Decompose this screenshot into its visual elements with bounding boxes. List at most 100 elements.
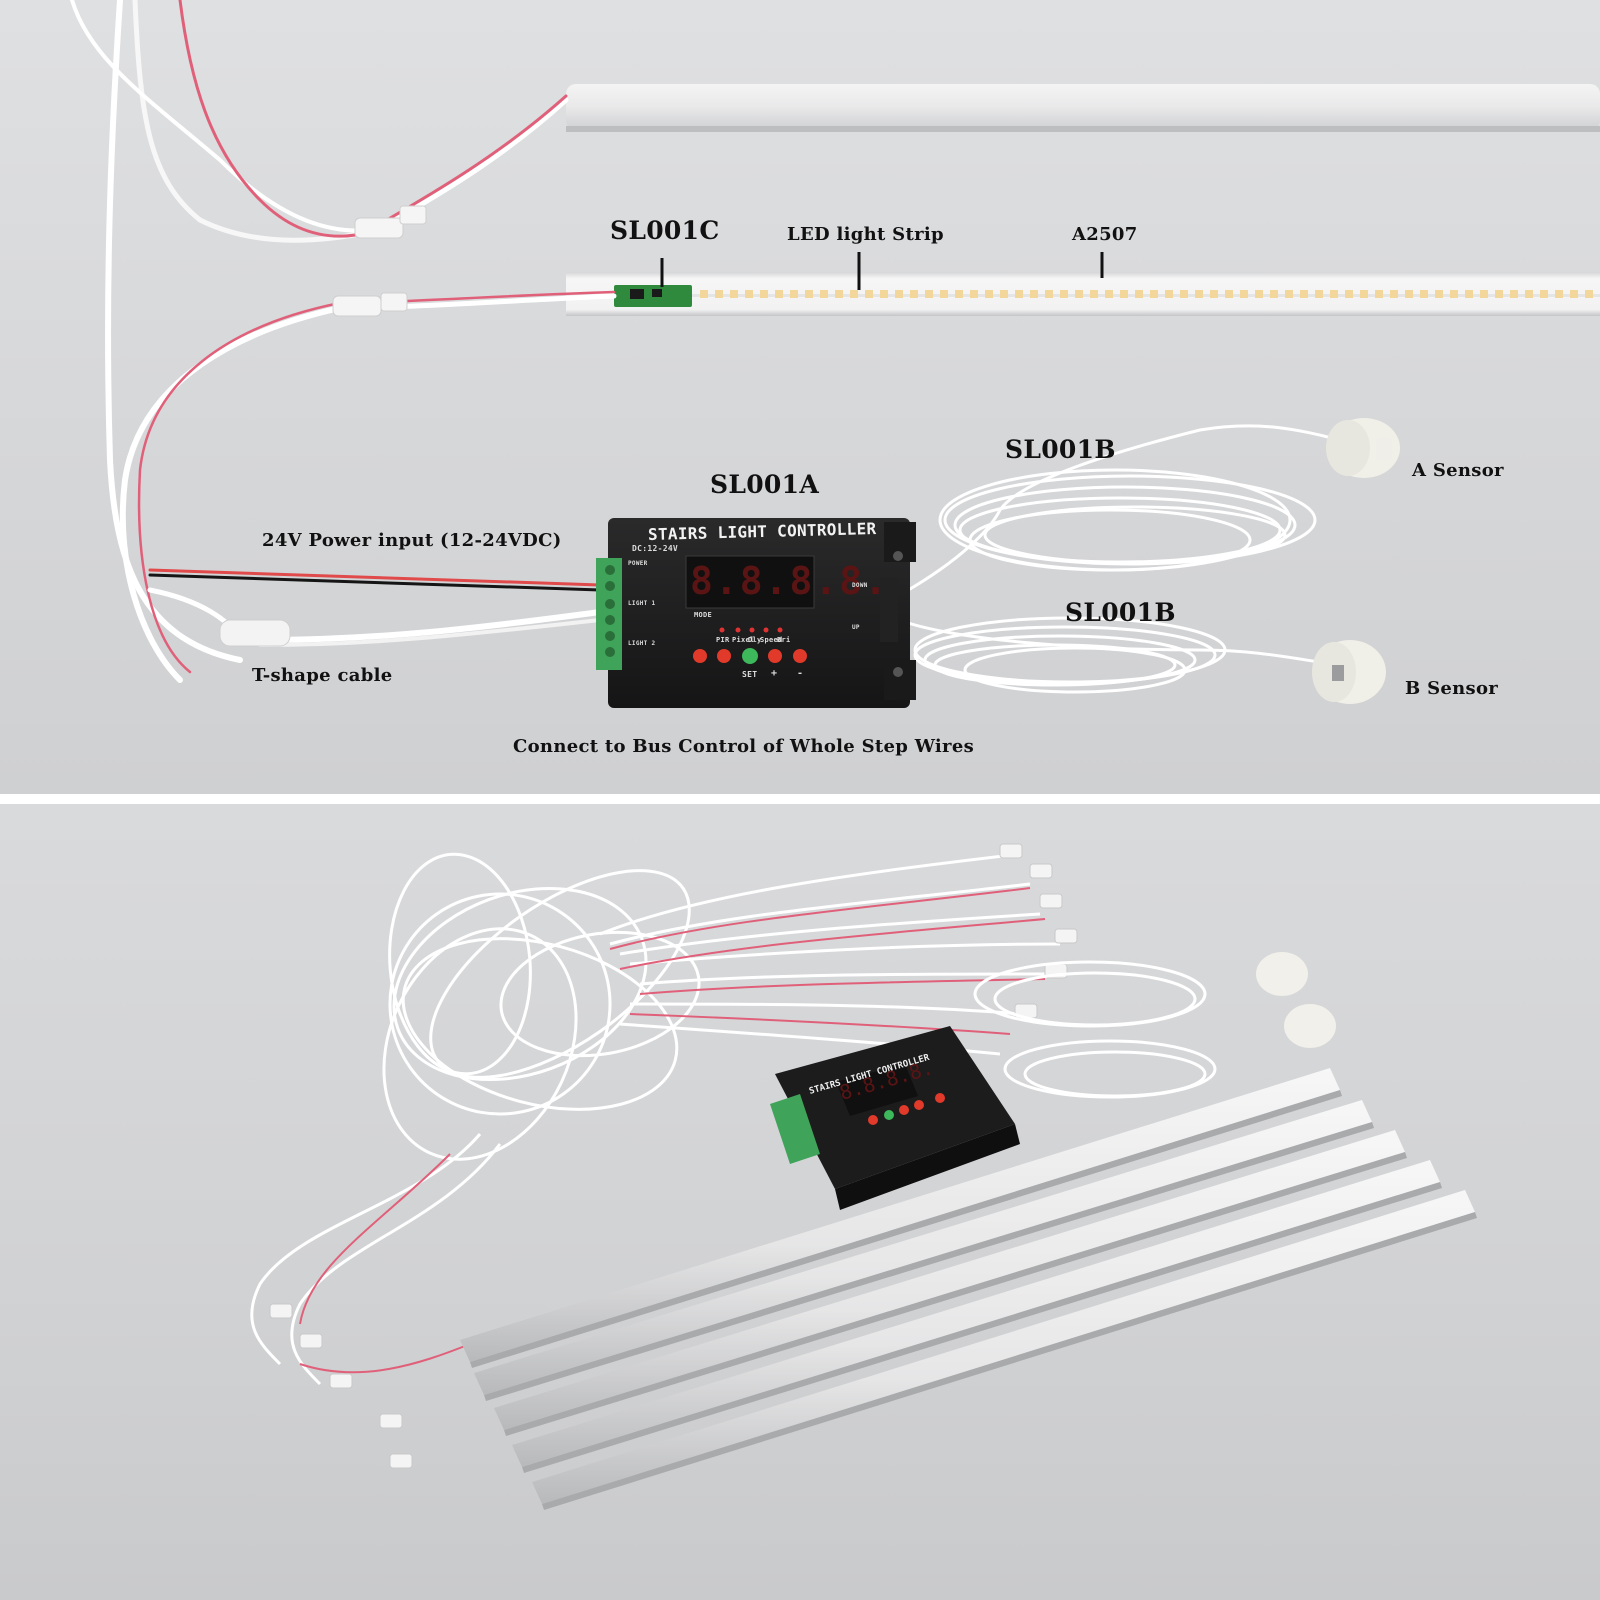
led-chip — [1015, 290, 1023, 298]
led-chip — [1540, 290, 1548, 298]
led-chip — [730, 290, 738, 298]
led-chip — [865, 290, 873, 298]
led-chip — [1075, 290, 1083, 298]
led-chip — [835, 290, 843, 298]
led-chip — [1120, 290, 1128, 298]
led-chip — [1300, 290, 1308, 298]
led-chip — [1495, 290, 1503, 298]
led-chip — [1345, 290, 1353, 298]
label-a2507: A2507 — [1072, 224, 1138, 245]
led-chip — [1585, 290, 1593, 298]
led-chip — [820, 290, 828, 298]
covered-led-profile — [566, 84, 1600, 132]
set-button — [742, 648, 758, 664]
label-bus-note: Connect to Bus Control of Whole Step Wir… — [513, 736, 975, 757]
terminal-label-light-1: LIGHT 1 — [628, 600, 656, 607]
led-chip — [1480, 290, 1488, 298]
led-chip — [775, 290, 783, 298]
wiring-diagram-panel: STAIRS LIGHT CONTROLLER DC:12-24V 8.8.8.… — [0, 0, 1600, 794]
panel-divider — [0, 794, 1600, 804]
led-chip — [925, 290, 933, 298]
led-chip — [1150, 290, 1158, 298]
led-chip — [955, 290, 963, 298]
led-chip — [1555, 290, 1563, 298]
a-sensor — [1326, 418, 1400, 478]
led-label-bri: Bri — [777, 636, 791, 644]
led-chip — [1180, 290, 1188, 298]
controller-display: 8.8.8.8. — [690, 559, 890, 603]
led-chip — [1435, 290, 1443, 298]
button-label-set: SET — [742, 670, 758, 679]
sl001a-controller — [596, 518, 916, 708]
led-label-speed: Speed — [760, 636, 783, 644]
led-chip — [1390, 290, 1398, 298]
led-chip — [1510, 290, 1518, 298]
led-chip — [1045, 290, 1053, 298]
controller-voltage: DC:12-24V — [632, 544, 679, 553]
wire-bundle — [250, 852, 1061, 1386]
led-chip — [1135, 290, 1143, 298]
sensor-cable-coils — [973, 960, 1217, 1099]
led-chip — [1570, 290, 1578, 298]
led-chip — [760, 290, 768, 298]
led-chip — [1450, 290, 1458, 298]
plus-button — [768, 649, 782, 663]
terminal-label-down: DOWN — [852, 582, 868, 589]
led-chips — [700, 290, 1593, 298]
label-power-input: 24V Power input (12-24VDC) — [262, 530, 562, 551]
led-chip — [715, 290, 723, 298]
led-label-pir: PIR — [716, 636, 730, 644]
led-chip — [1240, 290, 1248, 298]
b-sensor — [1312, 640, 1386, 704]
label-t-shape-cable: T-shape cable — [252, 665, 393, 686]
led-chip — [1525, 290, 1533, 298]
label-sl001b-top: SL001B — [1005, 435, 1116, 464]
led-chip — [895, 290, 903, 298]
led-chip — [1315, 290, 1323, 298]
led-chip — [1195, 290, 1203, 298]
led-chip — [1030, 290, 1038, 298]
led-label-pixel: Pixel — [732, 636, 755, 644]
led-chip — [880, 290, 888, 298]
led-chip — [1420, 290, 1428, 298]
led-chip — [790, 290, 798, 298]
led-chip — [1000, 290, 1008, 298]
terminal-label-light-2: LIGHT 2 — [628, 640, 656, 647]
led-chip — [1090, 290, 1098, 298]
led-chip — [910, 290, 918, 298]
label-led-light-strip: LED light Strip — [787, 224, 944, 245]
led-chip — [1210, 290, 1218, 298]
led-chip — [1405, 290, 1413, 298]
led-chip — [970, 290, 978, 298]
led-profile-bars — [460, 1068, 1477, 1510]
led-chip — [1270, 290, 1278, 298]
led-chip — [1225, 290, 1233, 298]
sl001b-cable-coils — [913, 468, 1317, 694]
led-chip — [1465, 290, 1473, 298]
connector-tips — [269, 843, 1078, 1469]
button-label-plus: + — [771, 668, 778, 679]
led-chip — [1360, 290, 1368, 298]
label-b-sensor: B Sensor — [1405, 678, 1499, 699]
led-strip-channel — [566, 272, 1600, 316]
label-a-sensor: A Sensor — [1412, 460, 1504, 481]
led-chip — [1105, 290, 1113, 298]
kit-overview-illustration: STAIRS LIGHT CONTROLLER 8.8.8.8. — [250, 843, 1477, 1510]
label-sl001a: SL001A — [710, 470, 820, 499]
kit-controller: STAIRS LIGHT CONTROLLER 8.8.8.8. — [770, 1026, 1020, 1210]
minus-button — [793, 649, 807, 663]
terminal-label-power: POWER — [628, 560, 648, 567]
controller-mode-label: MODE — [694, 611, 713, 619]
led-chip — [1375, 290, 1383, 298]
label-sl001c: SL001C — [610, 216, 720, 245]
led-chip — [700, 290, 708, 298]
led-chip — [985, 290, 993, 298]
wiring-diagram-illustration — [70, 0, 1600, 708]
led-chip — [1060, 290, 1068, 298]
red-wire-strands — [299, 887, 1046, 1374]
led-chip — [805, 290, 813, 298]
led-chip — [850, 290, 858, 298]
mode-button — [693, 649, 707, 663]
led-chip — [1165, 290, 1173, 298]
